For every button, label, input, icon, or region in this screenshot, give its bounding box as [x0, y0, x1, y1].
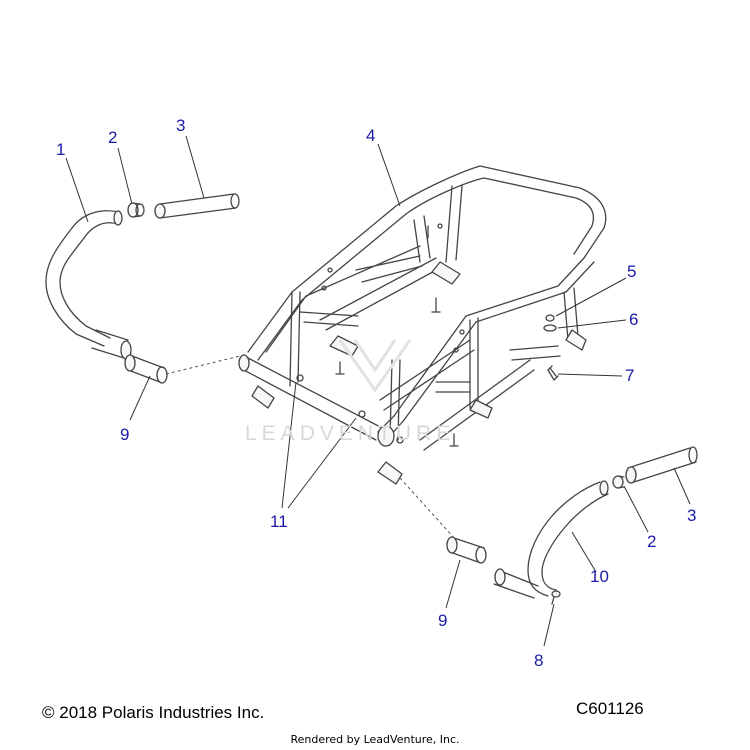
leader-9-left — [129, 375, 151, 421]
callout-9-left: 9 — [120, 425, 130, 444]
leader-9-right — [445, 559, 461, 609]
part-10-bent-tube — [493, 480, 609, 599]
callout-2-right: 2 — [647, 532, 657, 551]
alignment-line-right — [399, 477, 457, 541]
part-9-sleeve-left — [124, 354, 168, 384]
callout-2-left: 2 — [108, 128, 118, 147]
alignment-line-left — [165, 355, 241, 375]
callout-10: 10 — [590, 567, 609, 586]
leader-6 — [557, 319, 627, 329]
callout-4: 4 — [366, 126, 376, 145]
leader-7 — [557, 373, 623, 377]
part-9-sleeve-right — [446, 536, 487, 564]
leader-11b — [287, 417, 357, 509]
callout-11: 11 — [270, 512, 288, 531]
callout-8: 8 — [534, 651, 544, 670]
diagram-code: C601126 — [576, 699, 644, 718]
part-5-nut — [545, 314, 555, 322]
callout-3-right: 3 — [687, 506, 697, 525]
callout-1: 1 — [56, 140, 66, 159]
leader-2-left — [117, 147, 133, 205]
rendered-by-text: Rendered by LeadVenture, Inc. — [290, 733, 460, 746]
part-4-rack-frame — [238, 165, 607, 485]
leader-4 — [377, 143, 401, 207]
leader-1 — [65, 157, 89, 223]
leader-11a — [281, 381, 297, 509]
part-3-grip-left — [154, 193, 240, 219]
callout-6: 6 — [629, 310, 639, 329]
part-6-washer — [543, 324, 557, 332]
part-8-screw — [551, 590, 561, 605]
leader-2-right — [623, 485, 649, 533]
copyright-text: © 2018 Polaris Industries Inc. — [42, 703, 265, 722]
watermark-text: LEADVENTURE — [245, 422, 456, 445]
callout-3-left: 3 — [176, 116, 186, 135]
part-3-grip-right — [625, 446, 698, 484]
leadventure-logo-watermark — [338, 339, 412, 393]
leader-5 — [555, 277, 627, 317]
part-7-bolts-frame — [335, 225, 459, 447]
leader-3-left — [185, 135, 205, 199]
leader-8 — [543, 603, 555, 647]
part-1-bent-tube — [45, 210, 132, 360]
leader-10 — [571, 531, 597, 573]
part-2-plug-right — [612, 475, 625, 489]
callout-5: 5 — [627, 262, 637, 281]
part-2-plug-left — [127, 202, 145, 218]
callout-7: 7 — [625, 366, 635, 385]
callout-9-right: 9 — [438, 611, 448, 630]
part-7-bolt — [547, 365, 559, 381]
leader-3-right — [673, 467, 691, 505]
